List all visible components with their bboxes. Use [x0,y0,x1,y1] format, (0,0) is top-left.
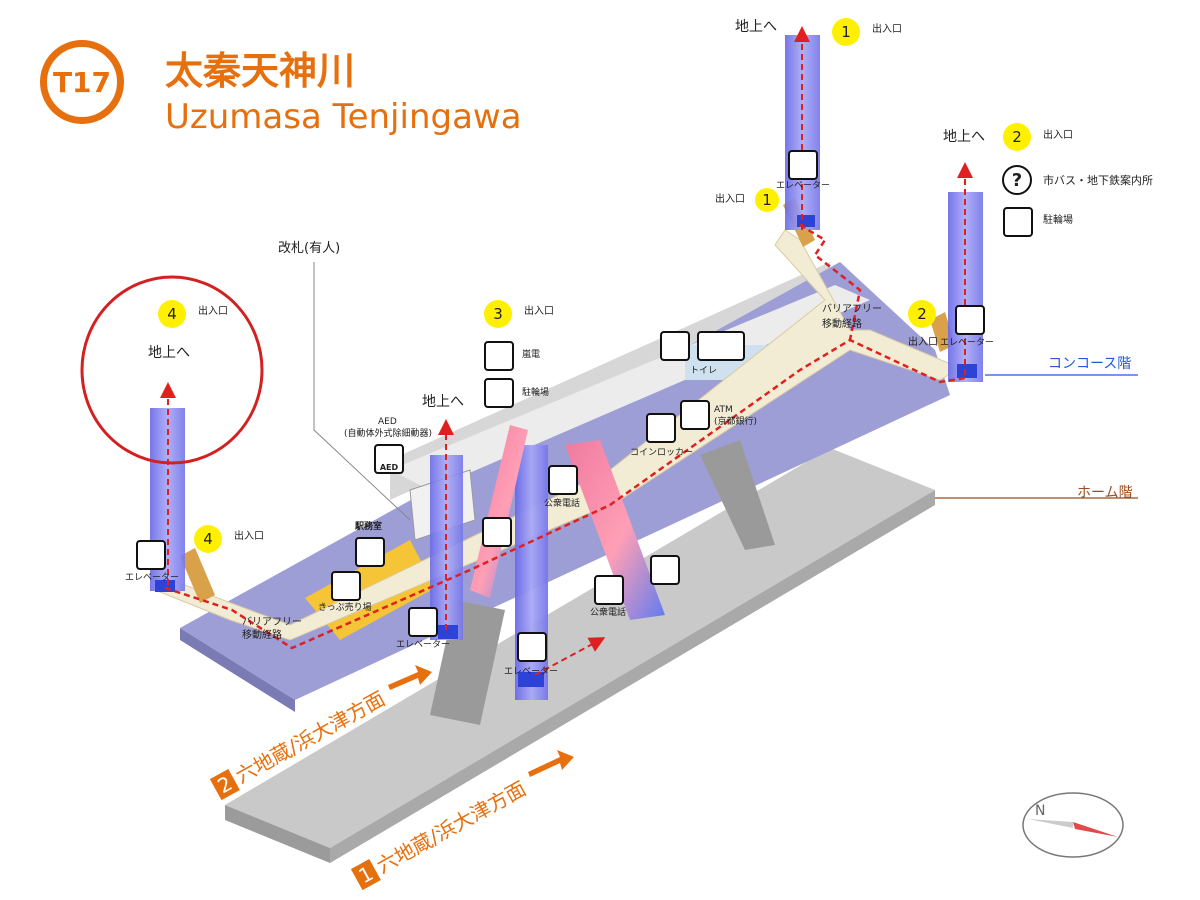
elevator-label-exit1: エレベーター [776,181,831,191]
legend-bike-label: 駐輪場 [1043,215,1073,226]
barrier-free-label-right: バリアフリー [822,304,882,315]
exit-2-above-label: 地上へ [943,129,985,145]
locker-label: コインロッカー [630,448,694,458]
aed-sub-label: (自動体外式除細動器) [344,429,433,439]
aed-icon: AED [374,444,404,474]
ticket-machine-icon [331,571,361,601]
compass: N [1022,792,1124,858]
exit-2-label: 出入口 [1043,130,1073,141]
question-icon: ? [1002,165,1032,195]
elevator-icon [408,607,438,637]
exit-3-label: 出入口 [524,306,554,317]
atm-icon [680,400,710,430]
exit-2-side-label: 出入口 [908,337,938,348]
station-number-badge: T17 [40,40,124,124]
elevator-icon [955,305,985,335]
exit-1-above-label: 地上へ [735,19,777,35]
exit-4-stairs [180,548,215,603]
phone-label-lower: 公衆電話 [590,608,627,618]
exit-3-badge: 3 [484,300,512,328]
concourse-floor-label: コンコース階 [1048,356,1132,372]
exit-1-stair-badge: 1 [755,188,779,212]
exit-4-stair-badge: 4 [194,525,222,553]
station-name-ja: 太秦天神川 [165,49,356,93]
station-office-label: 駅務室 [355,522,383,532]
toilet-label: トイレ [690,366,718,376]
aed-label: AED [378,417,397,427]
exit-3-bike-label: 駐輪場 [522,388,550,398]
escalator-icon [482,517,512,547]
platform-stairs-right [700,440,775,550]
barrier-free-label-left: バリアフリー [242,617,302,628]
barrier-free-route [164,338,966,650]
exit-1-side-label: 出入口 [715,194,745,205]
phone-icon [594,575,624,605]
elevator-label-mid: エレベーター [396,640,451,650]
elevator-icon [517,632,547,662]
svg-text:N: N [1035,803,1045,819]
randen-label: 嵐電 [522,350,541,360]
atm-bank-label: (京都銀行) [714,417,758,427]
tram-icon [484,341,514,371]
bicycle-icon [1003,207,1033,237]
exit-4-stair-label: 出入口 [234,531,264,542]
staff-icon [355,537,385,567]
exit-4-highlight-circle [80,275,264,465]
elevator-icon [136,540,166,570]
mid-above-label: 地上へ [422,394,464,410]
barrier-free-route-label-left: 移動経路 [242,630,282,641]
exit-1-label: 出入口 [872,24,902,35]
escalator-platform [565,440,665,620]
accessible-toilet-icon [697,331,745,361]
direction-arrow-track2 [388,665,432,690]
escalator-icon [650,555,680,585]
gate-label: 改札(有人) [278,241,341,256]
phone-icon [548,465,578,495]
locker-icon [646,413,676,443]
ticket-label: きっぷ売り場 [318,603,372,613]
exit-2-badge: 2 [1003,123,1031,151]
platform-floor-label: ホーム階 [1077,485,1133,501]
barrier-free-route-label-right: 移動経路 [822,319,862,330]
elevator-label-exit4: エレベーター [125,573,180,583]
direction-arrow-track1 [528,750,574,777]
station-name-en: Uzumasa Tenjingawa [165,97,522,137]
barrier-free-walkway [159,229,962,641]
exit-1-badge: 1 [832,18,860,46]
exit-4-above-label: 地上へ [148,345,190,361]
bicycle-icon [484,378,514,408]
phone-label-upper: 公衆電話 [544,499,581,509]
legend-info-label: 市バス・地下鉄案内所 [1043,174,1153,187]
escalator-exit3 [470,425,528,598]
elevator-label-exit2: エレベーター [940,338,995,348]
exit-2-stair-badge: 2 [908,300,936,328]
exit-4-badge: 4 [158,300,186,328]
elevator-label-platform: エレベーター [504,667,559,677]
toilet-icon [660,331,690,361]
platform-floor [225,448,935,848]
exit-4-label: 出入口 [198,306,228,317]
elevator-icon [788,150,818,180]
atm-label: ATM [714,405,733,415]
